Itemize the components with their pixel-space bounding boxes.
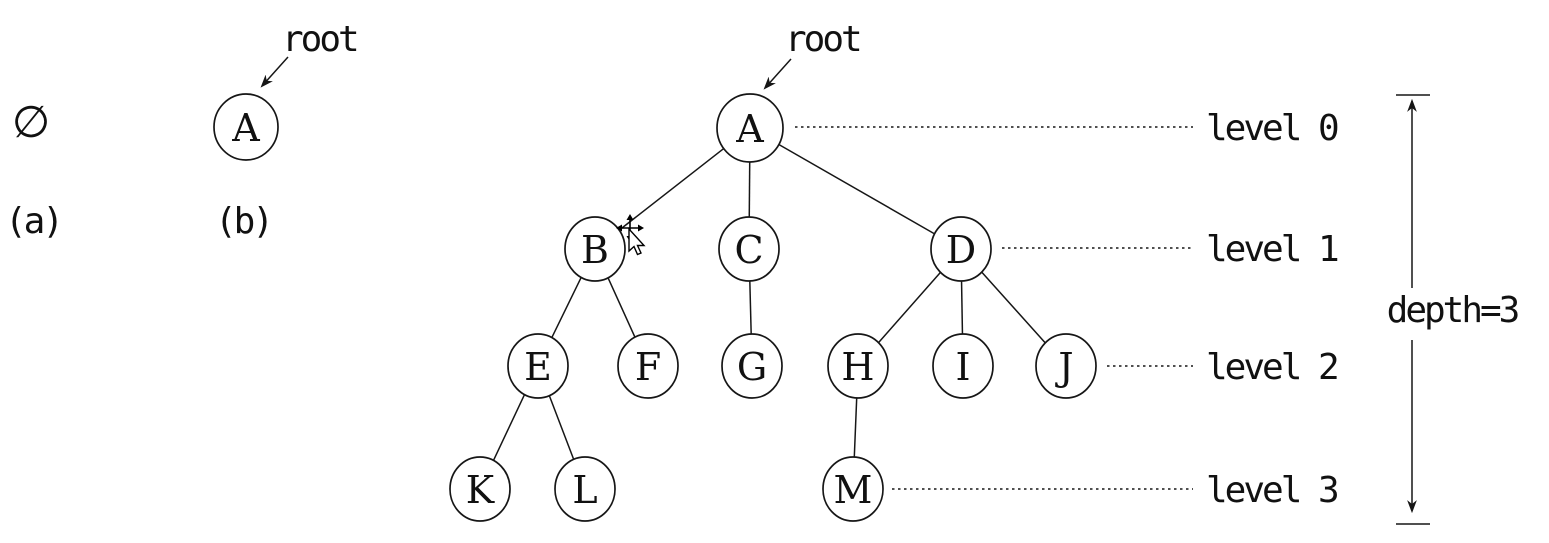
level-guides: level 0 level 1 level 2 level 3 [795, 108, 1341, 511]
tree-edge-E-K [492, 394, 526, 461]
level-3-label: level 3 [1206, 470, 1337, 511]
tree-edge-H-M [853, 397, 858, 458]
level-0-label: level 0 [1206, 108, 1338, 149]
tree-node-circle [554, 456, 616, 522]
pointer-arrow-icon [628, 227, 646, 256]
depth-measure: depth=3 [1387, 94, 1521, 525]
tree-node-I: I [932, 333, 994, 399]
tree-node-G: G [721, 333, 783, 399]
tree-node-circle [716, 93, 784, 163]
tree-node-C: C [718, 216, 780, 282]
tree-nodes: A B C D E F G H I J K L M [449, 93, 1097, 522]
tree-node-label: E [524, 345, 552, 389]
tree-node-label: K [466, 468, 495, 512]
tree-node-M: M [822, 456, 884, 522]
panel-a-caption: (a) [5, 201, 61, 242]
tree-node-L: L [554, 456, 616, 522]
tree-node-circle [1035, 333, 1097, 399]
tree-edge-A-D [778, 143, 935, 235]
tree-edges [492, 143, 1046, 461]
tree-node-label: H [841, 345, 874, 389]
tree-node-label: M [834, 468, 873, 512]
panel-b-root-label: root [282, 19, 357, 60]
tree-edge-D-J [981, 271, 1046, 344]
tree-node-H: H [827, 333, 889, 399]
tree-node-circle [617, 333, 679, 399]
panel-b-root-arrow [260, 56, 289, 88]
panel-b-node-A [213, 93, 279, 161]
panel-b-caption: (b) [215, 201, 271, 242]
panel-b-node-A-label: A [231, 106, 260, 150]
tree-edge-B-F [607, 277, 636, 338]
tree-root-label: root [785, 19, 860, 60]
tree-node-label: A [735, 107, 764, 151]
tree-node-circle [932, 333, 994, 399]
tree-edge-A-B [618, 147, 725, 231]
tree-node-circle [822, 456, 884, 522]
tree-node-circle [449, 456, 511, 522]
tree-node-circle [827, 333, 889, 399]
tree-edge-E-L [548, 395, 575, 460]
tree-edge-D-I [960, 280, 964, 335]
tree-node-label: I [955, 345, 970, 389]
tree-node-B: B [564, 216, 626, 282]
level-1-label: level 1 [1206, 229, 1338, 270]
tree-node-F: F [617, 333, 679, 399]
tree-node-E: E [507, 333, 569, 399]
tree-node-label: F [635, 345, 661, 389]
tree-node-label: D [946, 228, 976, 272]
tree-node-circle [930, 216, 992, 282]
tree-edge-B-E [551, 277, 582, 338]
tree-node-label: B [581, 228, 609, 272]
tree-node-circle [564, 216, 626, 282]
tree-node-D: D [930, 216, 992, 282]
tree-node-circle [721, 333, 783, 399]
tree-node-circle [718, 216, 780, 282]
tree-node-A: A [716, 93, 784, 163]
tree-root-arrow [763, 58, 792, 90]
tree-node-circle [507, 333, 569, 399]
tree-node-label: L [572, 468, 597, 512]
tree-node-label: G [737, 345, 767, 389]
empty-tree-symbol: ∅ [12, 97, 50, 148]
tree-node-label: C [734, 228, 763, 272]
tree-node-label: J [1054, 345, 1073, 389]
level-2-label: level 2 [1206, 347, 1337, 388]
tree-node-J: J [1035, 333, 1097, 399]
tree-edge-C-G [749, 280, 752, 335]
depth-label: depth=3 [1387, 290, 1518, 331]
tree-node-K: K [449, 456, 511, 522]
mouse-cursor [616, 214, 646, 256]
tree-edge-D-H [877, 271, 942, 344]
